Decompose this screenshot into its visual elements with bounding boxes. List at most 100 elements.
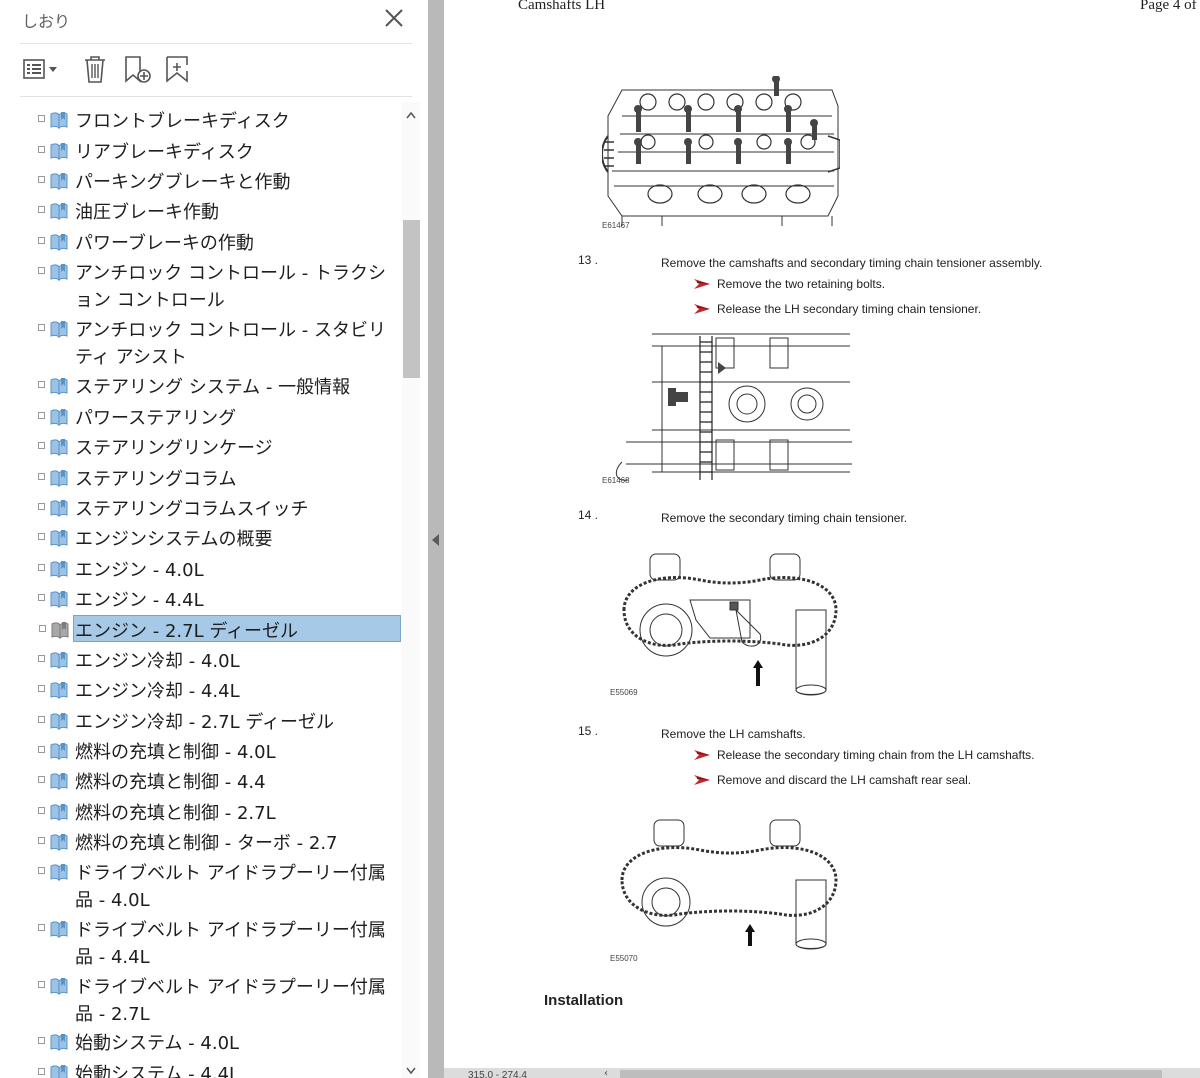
expand-toggle-icon[interactable] xyxy=(38,473,45,480)
bookmark-icon xyxy=(50,203,68,220)
bookmark-icon xyxy=(50,652,68,669)
bookmark-item[interactable]: 燃料の充填と制御 - 4.0L xyxy=(38,737,402,764)
page-header-title: Camshafts LH xyxy=(518,0,606,13)
bookmark-label: パーキングブレーキと作動 xyxy=(75,172,291,193)
bookmark-item[interactable]: エンジン - 2.7L ディーゼル xyxy=(39,615,401,642)
bookmark-item[interactable]: エンジン冷却 - 2.7L ディーゼル xyxy=(38,707,402,734)
expand-toggle-icon[interactable] xyxy=(38,655,45,662)
expand-toggle-icon[interactable] xyxy=(38,1037,45,1044)
expand-toggle-icon[interactable] xyxy=(38,867,45,874)
bookmark-label: 燃料の充填と制御 - 4.0L xyxy=(75,742,276,763)
expand-toggle-icon[interactable] xyxy=(38,237,45,244)
close-icon[interactable] xyxy=(382,6,406,30)
chevron-left-icon[interactable]: ‹ xyxy=(604,1068,608,1078)
bookmark-item[interactable]: 始動システム - 4.4L xyxy=(38,1059,402,1078)
bookmarks-panel-title: しおり xyxy=(22,12,71,31)
bookmark-item[interactable]: 燃料の充填と制御 - ターボ - 2.7 xyxy=(38,828,402,855)
camshaft-cover-illustration xyxy=(602,76,840,226)
bookmark-item[interactable]: パワーステアリング xyxy=(38,403,402,430)
bookmark-item[interactable]: ステアリングコラムスイッチ xyxy=(38,494,402,521)
bookmark-icon xyxy=(50,1034,68,1051)
step-number: 15 . xyxy=(578,724,599,738)
bookmark-icon xyxy=(50,773,68,790)
panel-divider xyxy=(20,43,412,44)
expand-toggle-icon[interactable] xyxy=(38,924,45,931)
bookmark-item[interactable]: 燃料の充填と制御 - 4.4 xyxy=(38,767,402,794)
bookmark-icon xyxy=(50,978,68,995)
expand-toggle-icon[interactable] xyxy=(38,1068,45,1075)
new-bookmark-icon[interactable] xyxy=(120,52,154,86)
bookmark-item[interactable]: ドライブベルト アイドラプーリー付属品 - 4.4L xyxy=(38,915,402,969)
trash-icon[interactable] xyxy=(80,52,110,86)
bookmark-label: ドライブベルト アイドラプーリー付属品 - 4.0L xyxy=(75,863,386,911)
bookmark-item[interactable]: エンジン - 4.4L xyxy=(38,585,402,612)
expand-toggle-icon[interactable] xyxy=(38,837,45,844)
bookmark-item[interactable]: アンチロック コントロール - スタビリティ アシスト xyxy=(38,315,402,369)
expand-toggle-icon[interactable] xyxy=(38,324,45,331)
bookmark-icon xyxy=(50,500,68,517)
expand-toggle-icon[interactable] xyxy=(38,533,45,540)
bookmark-item[interactable]: ドライブベルト アイドラプーリー付属品 - 2.7L xyxy=(38,972,402,1026)
expand-toggle-icon[interactable] xyxy=(38,776,45,783)
bookmark-item[interactable]: エンジン - 4.0L xyxy=(38,555,402,582)
bookmark-label: 油圧ブレーキ作動 xyxy=(75,202,219,223)
expand-toggle-icon[interactable] xyxy=(38,503,45,510)
panel-divider xyxy=(20,96,412,97)
chevron-down-icon[interactable] xyxy=(402,1062,420,1078)
bookmark-item[interactable]: リアブレーキディスク xyxy=(38,137,402,164)
bookmark-icon xyxy=(50,378,68,395)
bookmark-icon xyxy=(50,804,68,821)
bookmark-item[interactable]: エンジン冷却 - 4.0L xyxy=(38,646,402,673)
bookmark-item[interactable]: フロントブレーキディスク xyxy=(38,106,402,133)
bookmark-add-icon[interactable] xyxy=(160,52,194,86)
expand-toggle-icon[interactable] xyxy=(38,807,45,814)
bookmark-label: ドライブベルト アイドラプーリー付属品 - 4.4L xyxy=(75,920,386,968)
chevron-up-icon[interactable] xyxy=(402,108,420,124)
bookmark-item[interactable]: エンジンシステムの概要 xyxy=(38,524,402,551)
bookmark-icon xyxy=(50,713,68,730)
bookmark-options-icon[interactable] xyxy=(20,52,64,86)
expand-toggle-icon[interactable] xyxy=(38,412,45,419)
bookmark-item[interactable]: ステアリングリンケージ xyxy=(38,433,402,460)
expand-toggle-icon[interactable] xyxy=(38,594,45,601)
expand-toggle-icon[interactable] xyxy=(38,176,45,183)
step-text: Remove the secondary timing chain tensio… xyxy=(661,511,908,525)
expand-toggle-icon[interactable] xyxy=(38,381,45,388)
bookmark-item[interactable]: 油圧ブレーキ作動 xyxy=(38,197,402,224)
expand-toggle-icon[interactable] xyxy=(38,685,45,692)
bookmark-item[interactable]: パワーブレーキの作動 xyxy=(38,228,402,255)
expand-toggle-icon[interactable] xyxy=(38,442,45,449)
red-arrow-icon xyxy=(694,279,710,289)
expand-toggle-icon[interactable] xyxy=(38,716,45,723)
bookmark-label: パワーブレーキの作動 xyxy=(75,233,254,254)
expand-toggle-icon[interactable] xyxy=(38,115,45,122)
expand-toggle-icon[interactable] xyxy=(38,267,45,274)
bookmark-icon xyxy=(50,834,68,851)
bookmark-label: エンジンシステムの概要 xyxy=(75,529,273,550)
horizontal-scrollbar[interactable]: 315.0 - 274.4 ‹ xyxy=(444,1068,1200,1078)
expand-toggle-icon[interactable] xyxy=(38,146,45,153)
scrollbar-thumb[interactable] xyxy=(403,220,420,378)
bookmark-label: ドライブベルト アイドラプーリー付属品 - 2.7L xyxy=(75,977,386,1025)
collapse-arrow-icon[interactable] xyxy=(432,534,439,546)
expand-toggle-icon[interactable] xyxy=(39,625,46,632)
expand-toggle-icon[interactable] xyxy=(38,564,45,571)
bookmark-item[interactable]: ドライブベルト アイドラプーリー付属品 - 4.0L xyxy=(38,858,402,912)
expand-toggle-icon[interactable] xyxy=(38,981,45,988)
scrollbar-thumb[interactable] xyxy=(620,1070,1162,1078)
bookmark-item[interactable]: 燃料の充填と制御 - 2.7L xyxy=(38,798,402,825)
bookmark-label: ステアリングコラムスイッチ xyxy=(75,499,309,520)
bookmark-label: ステアリングリンケージ xyxy=(75,438,273,459)
bookmark-label: エンジン - 4.4L xyxy=(75,590,204,611)
bookmark-item[interactable]: 始動システム - 4.0L xyxy=(38,1028,402,1055)
sub-step-text: Remove and discard the LH camshaft rear … xyxy=(717,773,972,787)
bookmark-item[interactable]: アンチロック コントロール - トラクション コントロール xyxy=(38,258,402,312)
bookmark-item[interactable]: ステアリングコラム xyxy=(38,464,402,491)
bookmark-item[interactable]: ステアリング システム - 一般情報 xyxy=(38,372,402,399)
bookmark-icon xyxy=(50,921,68,938)
bookmark-item[interactable]: パーキングブレーキと作動 xyxy=(38,167,402,194)
expand-toggle-icon[interactable] xyxy=(38,206,45,213)
bookmark-item[interactable]: エンジン冷却 - 4.4L xyxy=(38,676,402,703)
expand-toggle-icon[interactable] xyxy=(38,746,45,753)
bookmark-icon xyxy=(50,682,68,699)
